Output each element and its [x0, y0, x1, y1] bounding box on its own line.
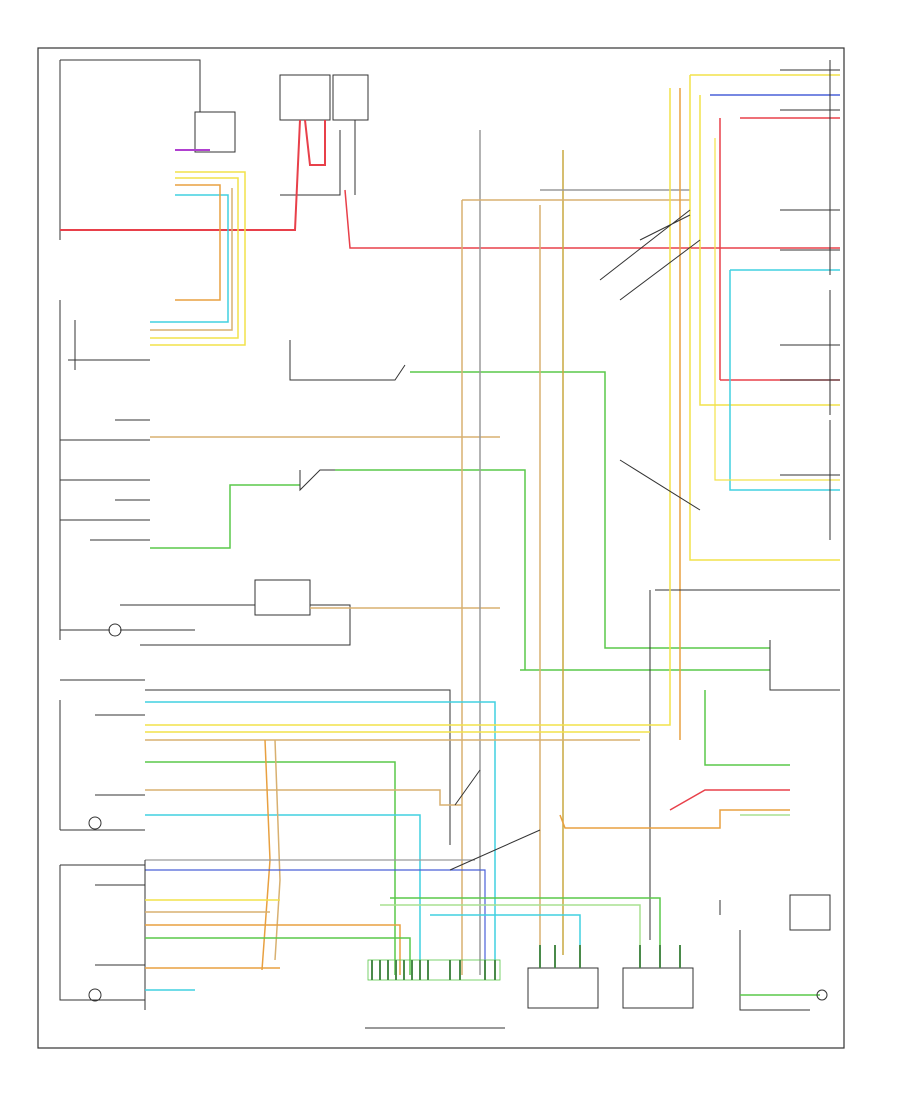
wire-yellow-right2 — [699, 95, 840, 406]
wire-red-loop — [304, 119, 326, 166]
motor-boxes — [527, 945, 694, 1009]
wire-red-right — [344, 189, 840, 249]
wire-tan-left — [150, 188, 233, 331]
wire-cyan-panel2 — [145, 814, 421, 975]
wire-yellow-left — [150, 171, 246, 346]
wire-orange-v-panel — [261, 739, 271, 971]
wire-orange-lower-right — [559, 809, 790, 829]
bottom-connector — [365, 959, 505, 1029]
wire-green-lower2 — [390, 897, 661, 955]
wire-tan-v-panel — [274, 739, 281, 961]
wire-blue-panel — [145, 869, 486, 975]
wire-green-lower — [145, 937, 411, 975]
diagram-border — [37, 47, 845, 1049]
wire-green-mid — [150, 484, 300, 549]
control-assembly-lower — [59, 860, 146, 1010]
wire-lightgreen-lower — [380, 904, 641, 955]
wire-green-mid2 — [335, 469, 526, 670]
wire-cyan-left — [150, 194, 229, 323]
leader-lines — [449, 209, 701, 871]
wire-red-lower-right — [669, 789, 790, 811]
wire-cyan-right — [729, 270, 840, 491]
center-components — [60, 340, 500, 646]
wire-orange-left — [175, 184, 221, 301]
wire-yellow-right-v — [689, 75, 840, 561]
wire-orange-lower — [145, 924, 401, 975]
wire-tan-panel2 — [145, 789, 462, 806]
wire-green-panel — [145, 761, 396, 975]
bottom-right-component — [719, 894, 831, 1011]
wire-cyan-panel — [145, 701, 496, 975]
wire-green-lower-right — [704, 690, 790, 766]
right-components — [649, 60, 840, 940]
wire-yellow-panel1 — [145, 88, 671, 726]
wire-green-right — [410, 371, 770, 649]
wire-red-main — [60, 119, 301, 231]
top-left-section — [59, 59, 369, 240]
wire-yellow-left2 — [150, 177, 239, 339]
control-assembly-upper — [59, 679, 451, 845]
wire-yellow-right3 — [714, 138, 840, 481]
wire-cyan-lower2 — [430, 914, 581, 955]
